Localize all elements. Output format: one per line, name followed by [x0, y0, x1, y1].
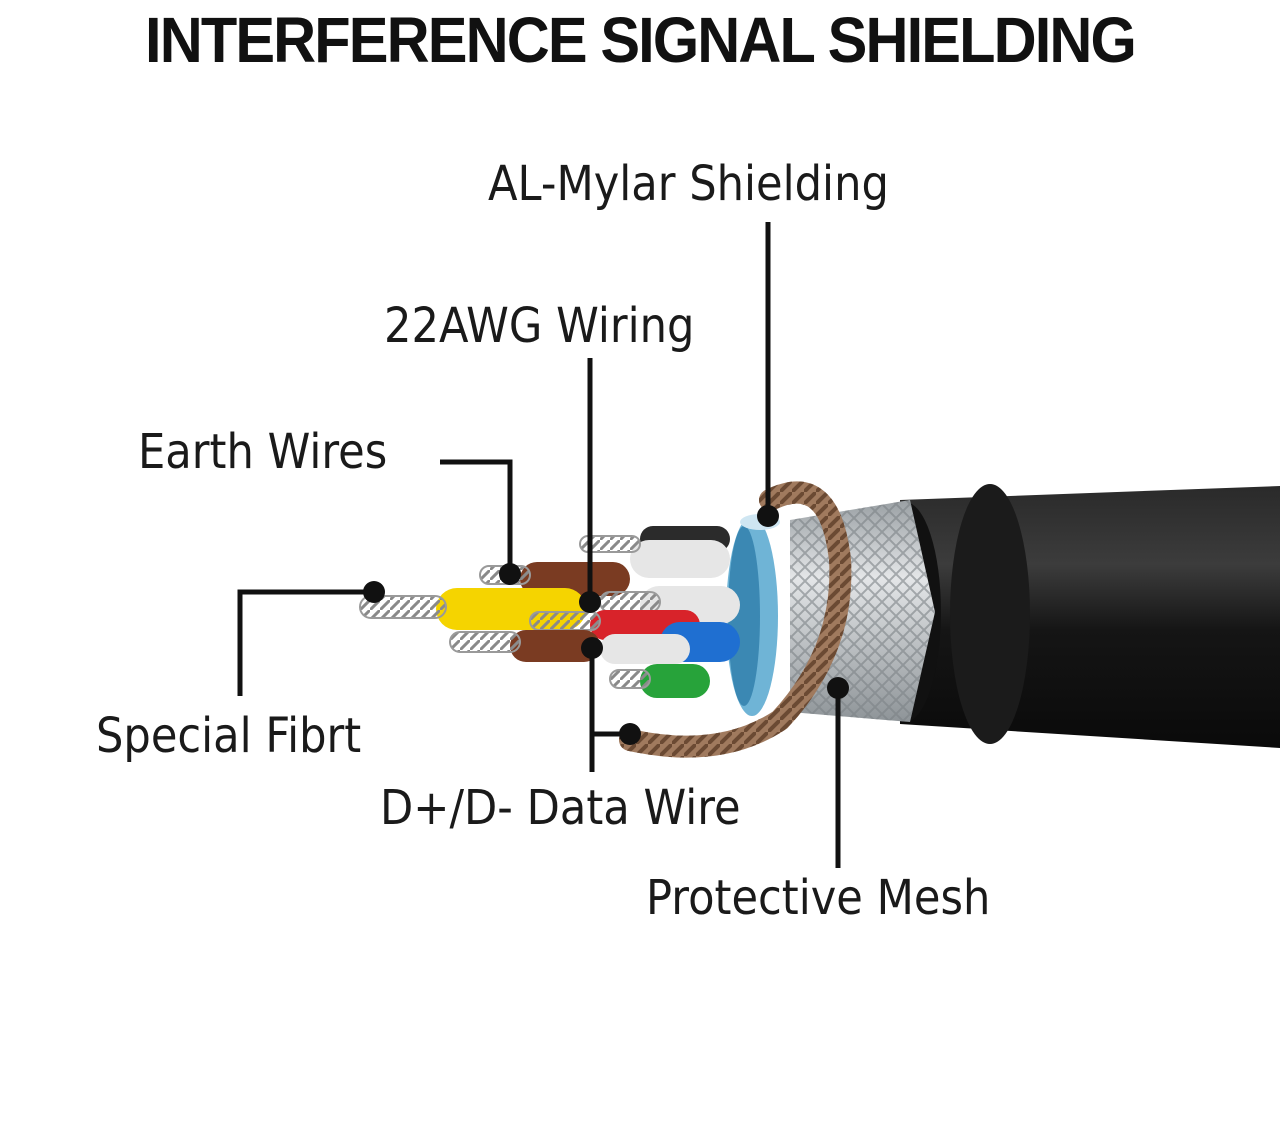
- earth-wires-label: Earth Wires: [138, 424, 388, 480]
- data-wire-label: D+/D- Data Wire: [380, 780, 741, 836]
- data-wire-dot-lower: [619, 723, 641, 745]
- data-wire-dot-upper: [581, 637, 603, 659]
- leader-lines: [237, 222, 841, 868]
- earth-wires-dot: [499, 563, 521, 585]
- al-mylar-dot: [757, 505, 779, 527]
- special-fibrt-label: Special Fibrt: [96, 708, 362, 764]
- special-fibrt-dot: [363, 581, 385, 603]
- leader-dots: [363, 505, 849, 745]
- inner-wires: [359, 526, 740, 698]
- protective-mesh-dot: [827, 677, 849, 699]
- awg-wiring-label: 22AWG Wiring: [384, 298, 695, 354]
- data-wire-leader: [589, 648, 630, 772]
- braid-shield: [619, 481, 852, 758]
- awg-wiring-dot: [579, 591, 601, 613]
- protective-mesh-label: Protective Mesh: [646, 870, 991, 926]
- special-fibrt-leader: [237, 589, 374, 696]
- earth-wires-leader: [440, 459, 513, 572]
- diagram-title: INTERFERENCE SIGNAL SHIELDING: [145, 4, 1137, 76]
- al-mylar-label: AL-Mylar Shielding: [488, 156, 889, 212]
